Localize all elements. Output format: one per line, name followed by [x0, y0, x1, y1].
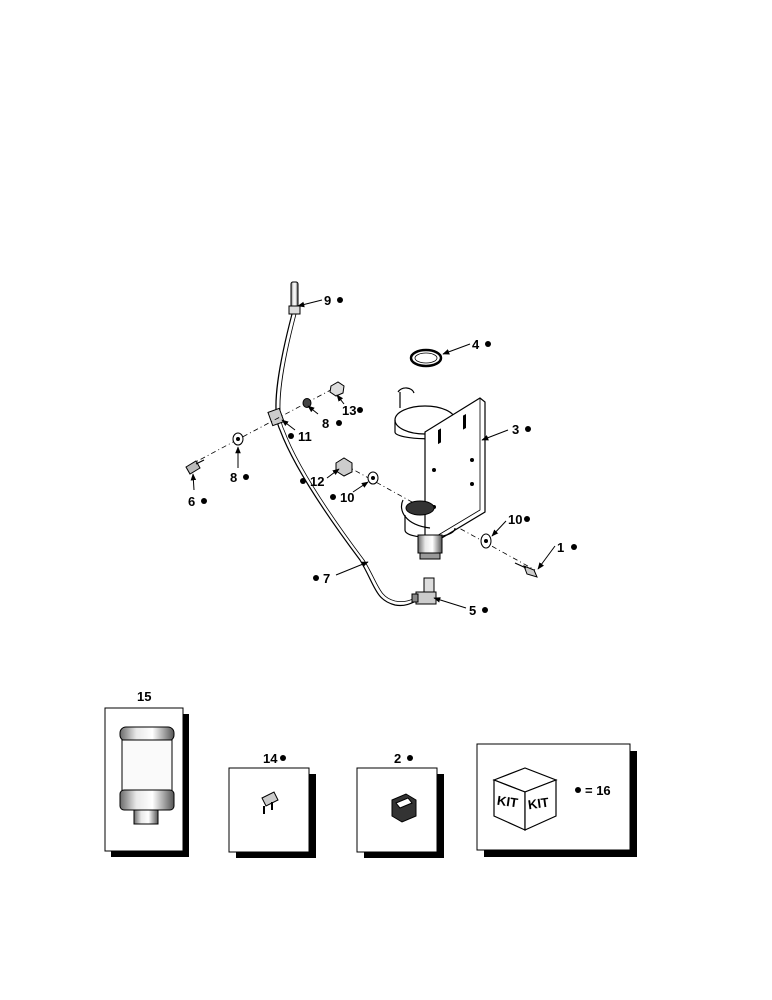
callout-7: 7 [313, 571, 330, 586]
callout-11-number: 11 [298, 429, 312, 444]
box-15-filter: 15 [104, 689, 189, 857]
callout-10b-number: 10 [508, 512, 522, 527]
box-2-switch: 2 [356, 751, 444, 858]
sensor-probe [288, 281, 301, 315]
callout-8a-number: 8 [322, 416, 329, 431]
callout-12-number: 12 [310, 474, 324, 489]
callout-14-number: 14 [263, 751, 278, 766]
callout-6-number: 6 [188, 494, 195, 509]
callout-12: 12 [300, 474, 324, 489]
callout-10a-number: 10 [340, 490, 354, 505]
callout-8a: 8 [322, 416, 342, 431]
filter-bracket [394, 387, 486, 560]
callout-4: 4 [472, 337, 491, 352]
box-14-fuse: 14 [228, 751, 316, 858]
callout-13: 13 [342, 403, 363, 418]
callout-6: 6 [188, 494, 207, 509]
kit-reference-number: = 16 [585, 783, 611, 798]
bolt-1 [514, 562, 538, 578]
elbow-fitting-5 [411, 577, 437, 605]
nut-13 [329, 381, 345, 397]
kit-word-left: KIT [496, 793, 519, 811]
sensor-tube [275, 313, 419, 607]
filter-element [119, 726, 175, 825]
callout-3-number: 3 [512, 422, 519, 437]
callout-1: 1 [557, 540, 577, 555]
callout-15-number: 15 [137, 689, 151, 704]
callout-8b-number: 8 [230, 470, 237, 485]
fuse [261, 791, 279, 814]
callout-4-number: 4 [472, 337, 480, 352]
callout-7-number: 7 [323, 571, 330, 586]
callout-9: 9 [324, 293, 343, 308]
callout-13-number: 13 [342, 403, 356, 418]
kit-box-icon: KIT KIT [492, 767, 558, 831]
box-kit-legend: KIT KIT = 16 [476, 743, 637, 857]
washer-8b [302, 398, 312, 408]
callout-11: 11 [288, 429, 312, 444]
callout-5: 5 [469, 603, 488, 618]
callout-3: 3 [512, 422, 531, 437]
callout-5-number: 5 [469, 603, 476, 618]
callout-9-number: 9 [324, 293, 331, 308]
nut-12 [335, 457, 353, 477]
callout-2-number: 2 [394, 751, 401, 766]
kit-word-right: KIT [527, 795, 550, 813]
o-ring-4 [409, 348, 443, 368]
callout-10b: 10 [508, 512, 530, 527]
callout-10a: 10 [330, 490, 354, 505]
bolt-6 [185, 459, 205, 475]
rocker-switch [391, 793, 417, 823]
callout-1-number: 1 [557, 540, 564, 555]
callout-8b: 8 [230, 470, 249, 485]
